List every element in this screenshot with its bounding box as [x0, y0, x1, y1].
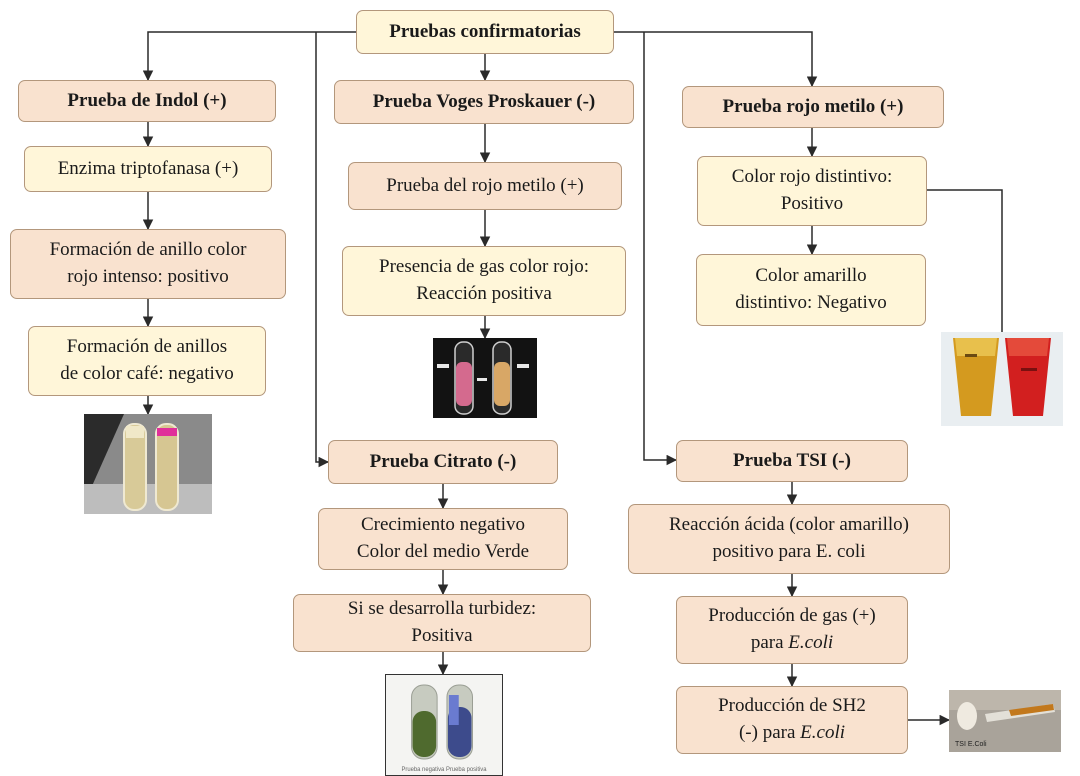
node-produccion-gas: Producción de gas (+) para E.coli: [676, 596, 908, 664]
node-text: Formación de anillos de color café: negat…: [60, 334, 234, 388]
citrato-photo-caption: Prueba negativa Prueba positiva: [401, 767, 487, 773]
node-text-line: rojo intenso: positivo: [67, 266, 229, 287]
node-text-line: de color café: negativo: [60, 363, 234, 384]
node-text-line: Positivo: [780, 193, 844, 214]
node-turbidez-positiva: Si se desarrolla turbidez: Positiva: [293, 594, 591, 652]
node-prueba-citrato: Prueba Citrato (-): [328, 440, 558, 484]
edge-root-indol: [142, 31, 356, 82]
node-text-line: positivo para E. coli: [712, 541, 866, 562]
node-anillo-rojo-intenso: Formación de anillo color rojo intenso: p…: [10, 229, 286, 299]
node-pruebas-confirmatorias: Pruebas confirmatorias: [356, 10, 614, 54]
node-text-line: Formación de anillos: [66, 336, 228, 358]
node-text-line: para E.coli: [750, 632, 834, 653]
node-text-line: Producción de gas (+): [708, 605, 876, 627]
node-text-line: Prueba rojo metilo (+): [722, 95, 904, 117]
node-text-line: Formación de anillo color: [49, 239, 247, 261]
node-text: Prueba Citrato (-): [370, 449, 517, 476]
node-text-line: Enzima triptofanasa (+): [57, 157, 239, 179]
node-text-line: Presencia de gas color rojo:: [379, 256, 589, 278]
node-color-rojo-distintivo: Color rojo distintivo: Positivo: [697, 156, 927, 226]
node-enzima-triptofanasa: Enzima triptofanasa (+): [24, 146, 272, 192]
edge-root-rm: [614, 31, 818, 88]
node-text: Producción de gas (+) para E.coli: [708, 603, 875, 657]
photo-citrato-tubes: Prueba negativa Prueba positiva: [385, 674, 503, 776]
photo-indol-tubes: [84, 414, 212, 514]
node-anillos-cafe: Formación de anillos de color café: negat…: [28, 326, 266, 396]
edge-root-tsi: [643, 32, 678, 466]
node-text-line: Prueba Citrato (-): [369, 450, 517, 472]
node-text-line: Producción de SH2: [718, 695, 866, 717]
node-text-line: Color rojo distintivo:: [731, 166, 893, 188]
node-gas-color-rojo: Presencia de gas color rojo: Reacción pos…: [342, 246, 626, 316]
node-text: Formación de anillo color rojo intenso: p…: [50, 237, 247, 291]
node-prueba-indol: Prueba de Indol (+): [18, 80, 276, 122]
node-text: Reacción ácida (color amarillo) positivo …: [669, 512, 909, 566]
node-text-line: Pruebas confirmatorias: [389, 20, 581, 42]
node-text-line: Prueba TSI (-): [733, 449, 851, 471]
node-text-line: distintivo: Negativo: [735, 292, 887, 313]
node-prueba-rojo-metilo: Prueba rojo metilo (+): [682, 86, 944, 128]
edge-rojo-photo: [927, 189, 1003, 332]
node-reaccion-acida: Reacción ácida (color amarillo) positivo …: [628, 504, 950, 574]
node-text: Prueba TSI (-): [733, 448, 851, 475]
node-text-line: Reacción ácida (color amarillo): [668, 514, 909, 536]
node-text: Color rojo distintivo: Positivo: [732, 164, 892, 218]
node-prueba-tsi: Prueba TSI (-): [676, 440, 908, 482]
node-text: Color amarillo distintivo: Negativo: [735, 263, 886, 317]
node-text-line: Reacción positiva: [416, 283, 552, 304]
photo-rojo-metilo-tubes: [941, 332, 1063, 426]
node-text: Enzima triptofanasa (+): [58, 156, 239, 183]
node-prueba-voges-proskauer: Prueba Voges Proskauer (-): [334, 80, 634, 124]
node-prueba-rojo-metilo-vp: Prueba del rojo metilo (+): [348, 162, 622, 210]
node-text: Si se desarrolla turbidez: Positiva: [348, 596, 536, 650]
node-text: Prueba rojo metilo (+): [723, 94, 904, 121]
node-text: Prueba de Indol (+): [67, 88, 226, 115]
tsi-photo-caption: TSI E.Coli: [955, 741, 987, 748]
edge-root-citrato: [315, 32, 330, 468]
node-text-line: Prueba Voges Proskauer (-): [372, 90, 596, 112]
node-text: Producción de SH2 (-) para E.coli: [718, 693, 866, 747]
node-text-line: Si se desarrolla turbidez:: [347, 598, 537, 620]
node-text-line: (-) para E.coli: [738, 722, 846, 743]
node-text-line: Crecimiento negativo: [360, 514, 526, 536]
node-text-line: Prueba de Indol (+): [67, 89, 227, 111]
node-text-line: Color del medio Verde: [356, 541, 530, 562]
node-text: Prueba del rojo metilo (+): [386, 173, 584, 200]
photo-tsi-tube: TSI E.Coli: [949, 690, 1061, 752]
node-text: Presencia de gas color rojo: Reacción pos…: [379, 254, 589, 308]
node-text: Pruebas confirmatorias: [389, 19, 581, 46]
node-text-line: Color amarillo: [755, 265, 867, 287]
node-text-line: Positiva: [411, 625, 473, 646]
node-text: Prueba Voges Proskauer (-): [373, 89, 596, 116]
node-color-amarillo-distintivo: Color amarillo distintivo: Negativo: [696, 254, 926, 326]
node-produccion-sh2: Producción de SH2 (-) para E.coli: [676, 686, 908, 754]
node-text-line: Prueba del rojo metilo (+): [386, 174, 584, 196]
photo-vp-tubes: [433, 338, 537, 418]
